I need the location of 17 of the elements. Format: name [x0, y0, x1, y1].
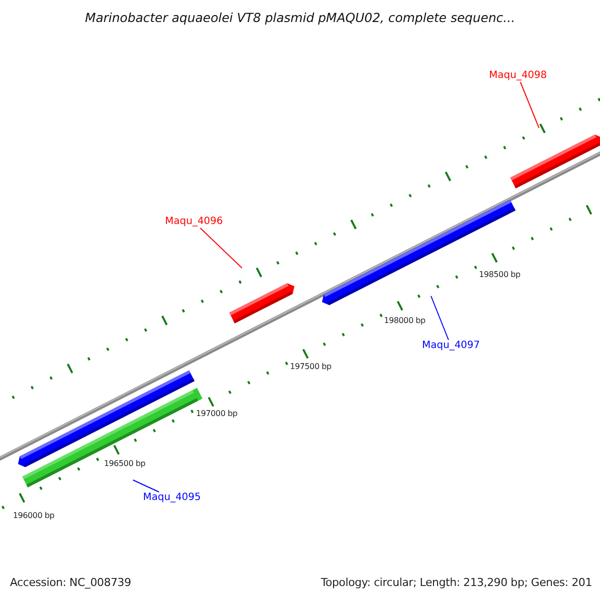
- scale-label: 198000 bp: [384, 316, 426, 325]
- gene-label: Maqu_4098: [489, 70, 547, 82]
- scale-label: 198500 bp: [479, 270, 520, 279]
- gene-label: Maqu_4095: [143, 492, 201, 504]
- leader-line: [430, 296, 450, 340]
- scale-label: 196000 bp: [13, 511, 54, 520]
- leader-line: [132, 480, 160, 492]
- footer-text: Topology: circular; Length: 213,290 bp; Genes: 201: [320, 576, 592, 589]
- title: Marinobacter aquaeolei VT8 plasmid pMAQU02, complete sequenc...: [84, 10, 516, 25]
- scale-label: 197000 bp: [196, 409, 238, 418]
- scale-label: 197500 bp: [290, 362, 332, 371]
- leader-line: [200, 228, 242, 268]
- gene-label: Maqu_4097: [422, 340, 480, 352]
- gene-label: Maqu_4096: [165, 216, 223, 228]
- scale-label: 196500 bp: [104, 459, 146, 468]
- footer-text: Accession: NC_008739: [10, 576, 132, 589]
- leader-line: [520, 82, 540, 128]
